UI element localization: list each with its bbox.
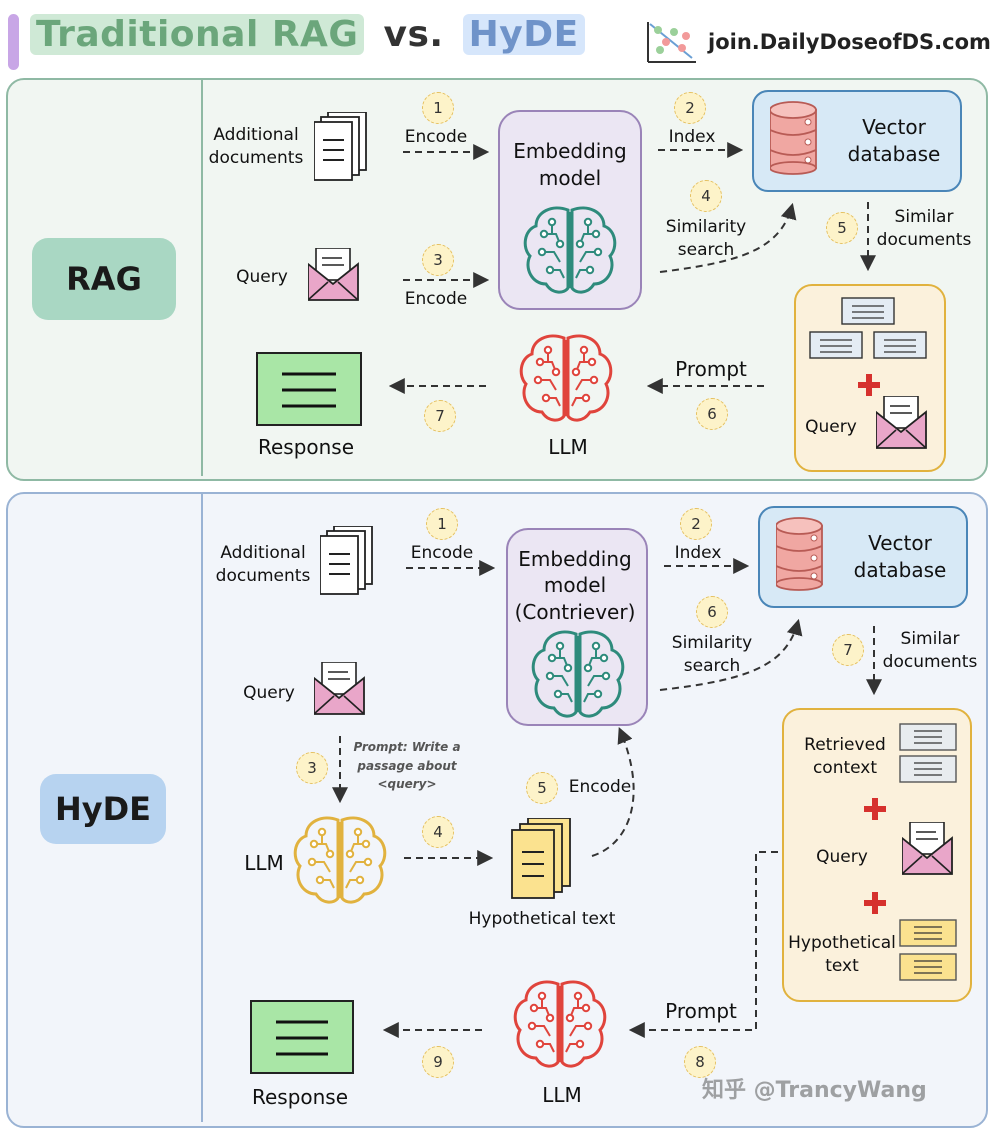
rag-similar-documents-label: Similar documents [876,207,972,250]
hyde-llm-label: LLM [542,1083,582,1107]
rag-query-label: Query [236,267,288,287]
hyde-retrieved-docs-icon [899,723,957,783]
hyde-vector-db-cylinder-icon [776,517,823,591]
rag-index-label: Index [668,127,716,147]
watermark: 知乎 @TrancyWang [702,1078,927,1103]
hyde-llm-gen-label: LLM [244,851,284,875]
rag-step-6-badge: 6 [696,398,728,430]
hypothetical-text-icon [511,818,571,899]
hyde-context-envelope-icon [902,822,953,875]
hyde-similarity-search-label: Similarity search [671,633,753,676]
hyde-similar-documents-label: Similar documents [882,629,978,672]
hyde-encode-5-label: Encode [568,777,632,797]
hyde-encode-1-label: Encode [410,543,474,563]
hyde-context-hypo-label: Hypothetical text [788,933,896,976]
page-title: Traditional RAG vs. HyDE [30,14,585,55]
hyde-prompt-note: Prompt: Write a passage about <query> [353,740,461,792]
rag-prompt-label: Prompt [675,357,747,381]
hyde-step-5-badge: 5 [526,772,558,804]
hyde-context-hypo-docs-icon [899,919,957,981]
hyde-step-1-badge: 1 [426,508,458,540]
rag-vector-db-box [752,90,962,192]
rag-step-3-badge: 3 [422,244,454,276]
rag-response-box [256,352,362,426]
rag-section-label: RAG [32,238,176,320]
hyde-embedding-model-label: Embedding model (Contriever) [514,547,636,624]
brand-link[interactable]: join.DailyDoseofDS.com [708,30,991,54]
rag-step-4-badge: 4 [690,180,722,212]
hyde-llm-brain-icon [513,980,607,1068]
hyde-context-plus-2-icon [864,892,886,914]
rag-additional-documents-label: Additional documents [208,125,304,168]
rag-context-query-label: Query [805,417,857,437]
rag-encode-3-label: Encode [404,289,468,309]
hyde-embedding-brain-icon [531,630,625,718]
hyde-prompt-label: Prompt [665,999,737,1023]
hyde-additional-documents-label: Additional documents [215,543,311,586]
hyde-step-4-badge: 4 [422,816,454,848]
rag-divider [201,80,203,476]
hyde-index-label: Index [674,543,722,563]
hyde-query-envelope-icon [314,662,365,715]
hyde-step-3-badge: 3 [296,752,328,784]
rag-step-2-badge: 2 [674,92,706,124]
hyde-step-6-badge: 6 [696,596,728,628]
rag-embedding-model-label: Embedding model [513,139,627,190]
hyde-step-9-badge: 9 [422,1046,454,1078]
brand-logo-icon [647,22,696,63]
hyde-llm-gen-brain-icon [293,816,387,904]
hyde-step-2-badge: 2 [680,508,712,540]
hyde-documents-icon [320,526,373,595]
title-part-hyde: HyDE [462,14,585,55]
title-part-rag: Traditional RAG [30,14,365,55]
rag-similarity-search-label: Similarity search [665,217,747,260]
hyde-context-plus-1-icon [864,798,886,820]
rag-step-7-badge: 7 [424,400,456,432]
hypothetical-text-label: Hypothetical text [468,909,616,929]
hyde-section-label: HyDE [40,774,166,844]
rag-response-label: Response [257,435,355,459]
rag-context-docs-icon [809,297,927,359]
hyde-query-label: Query [243,683,295,703]
hyde-vector-db-label: Vector database [853,531,947,582]
hyde-response-box [250,1000,354,1074]
title-accent-bar [8,14,19,70]
rag-step-1-badge: 1 [422,92,454,124]
rag-step-5-badge: 5 [826,212,858,244]
hyde-response-label: Response [251,1085,349,1109]
rag-llm-label: LLM [548,435,588,459]
hyde-divider [201,494,203,1122]
hyde-step-8-badge: 8 [684,1046,716,1078]
hyde-retrieved-context-label: Retrieved context [804,735,886,778]
hyde-step-7-badge: 7 [832,634,864,666]
hyde-context-query-label: Query [816,847,868,867]
rag-encode-1-label: Encode [404,127,468,147]
rag-vector-db-label: Vector database [847,115,941,166]
title-part-vs: vs. [383,14,444,55]
